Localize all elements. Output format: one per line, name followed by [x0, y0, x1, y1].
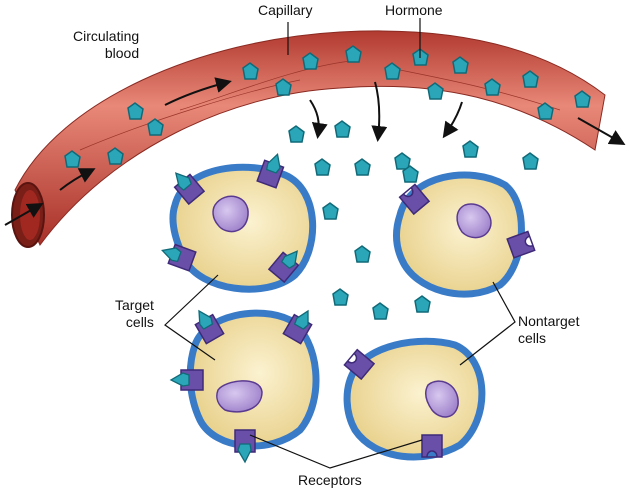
- receptors: [161, 153, 536, 464]
- hormone-molecule: [394, 152, 411, 170]
- hormone-molecule: [314, 158, 331, 176]
- receptor-bound: [256, 153, 285, 189]
- label-hormone: Hormone: [385, 2, 443, 18]
- hormone-molecule: [302, 52, 319, 70]
- hormone-molecule: [354, 158, 371, 176]
- label-nontarget-cells: Nontarget cells: [518, 313, 579, 347]
- hormone-molecule: [452, 56, 469, 74]
- nucleus: [212, 195, 249, 233]
- hormone-molecule: [537, 102, 554, 120]
- receptor-bound: [173, 172, 206, 206]
- receptor-bound: [267, 250, 300, 284]
- hormone-molecule: [345, 45, 362, 63]
- hormone-molecule: [107, 147, 124, 165]
- label-line: Target: [115, 297, 154, 313]
- receptor-bound: [234, 429, 256, 464]
- hormone-molecule: [414, 295, 431, 313]
- hormone-molecule: [372, 302, 389, 320]
- receptor-bound: [282, 309, 313, 345]
- label-target-cells: Target cells: [115, 297, 154, 331]
- receptor-bound: [169, 369, 204, 391]
- hormone-molecule: [275, 78, 292, 96]
- receptor-bound: [194, 309, 225, 345]
- hormone-molecule: [288, 125, 305, 143]
- label-line: cells: [518, 330, 547, 346]
- receptor-empty: [421, 434, 443, 458]
- nucleus: [424, 380, 459, 418]
- hormone-molecule: [402, 165, 419, 183]
- hormone-molecule: [147, 118, 164, 136]
- hormone-molecule: [484, 78, 501, 96]
- hormone-molecule: [127, 102, 144, 120]
- blood-flow-arrows: [4, 77, 626, 226]
- label-capillary: Capillary: [258, 2, 313, 18]
- hormones: [64, 45, 591, 320]
- hormone-molecule: [427, 82, 444, 100]
- hormone-molecule: [242, 62, 259, 80]
- target-cell: [186, 309, 320, 450]
- hormone-molecule: [64, 150, 81, 168]
- receptor-bound: [161, 243, 197, 272]
- hormone-molecule: [462, 140, 479, 158]
- label-receptors: Receptors: [298, 472, 362, 488]
- hormone-molecule: [322, 202, 339, 220]
- receptor-empty: [343, 348, 376, 381]
- nucleus: [216, 380, 263, 413]
- label-line: Nontarget: [518, 313, 580, 329]
- leader-lines: [164, 18, 516, 469]
- hormone-molecule: [334, 120, 351, 138]
- receptor-empty: [398, 183, 431, 216]
- nontarget-cell: [343, 337, 486, 461]
- receptor-empty: [506, 230, 536, 259]
- label-line: Circulating: [73, 28, 140, 44]
- hormone-molecule: [332, 288, 349, 306]
- label-circulating-blood: Circulating blood: [73, 28, 139, 62]
- hormone-molecule: [574, 90, 591, 108]
- hormone-molecule: [522, 152, 539, 170]
- nontarget-cell: [393, 171, 525, 298]
- hormone-molecule: [354, 245, 371, 263]
- hormone-molecule: [522, 70, 539, 88]
- nucleus: [456, 203, 492, 239]
- hormone-molecule: [384, 62, 401, 80]
- label-line: blood: [104, 45, 140, 61]
- label-line: cells: [125, 314, 154, 330]
- capillary: [11, 30, 606, 248]
